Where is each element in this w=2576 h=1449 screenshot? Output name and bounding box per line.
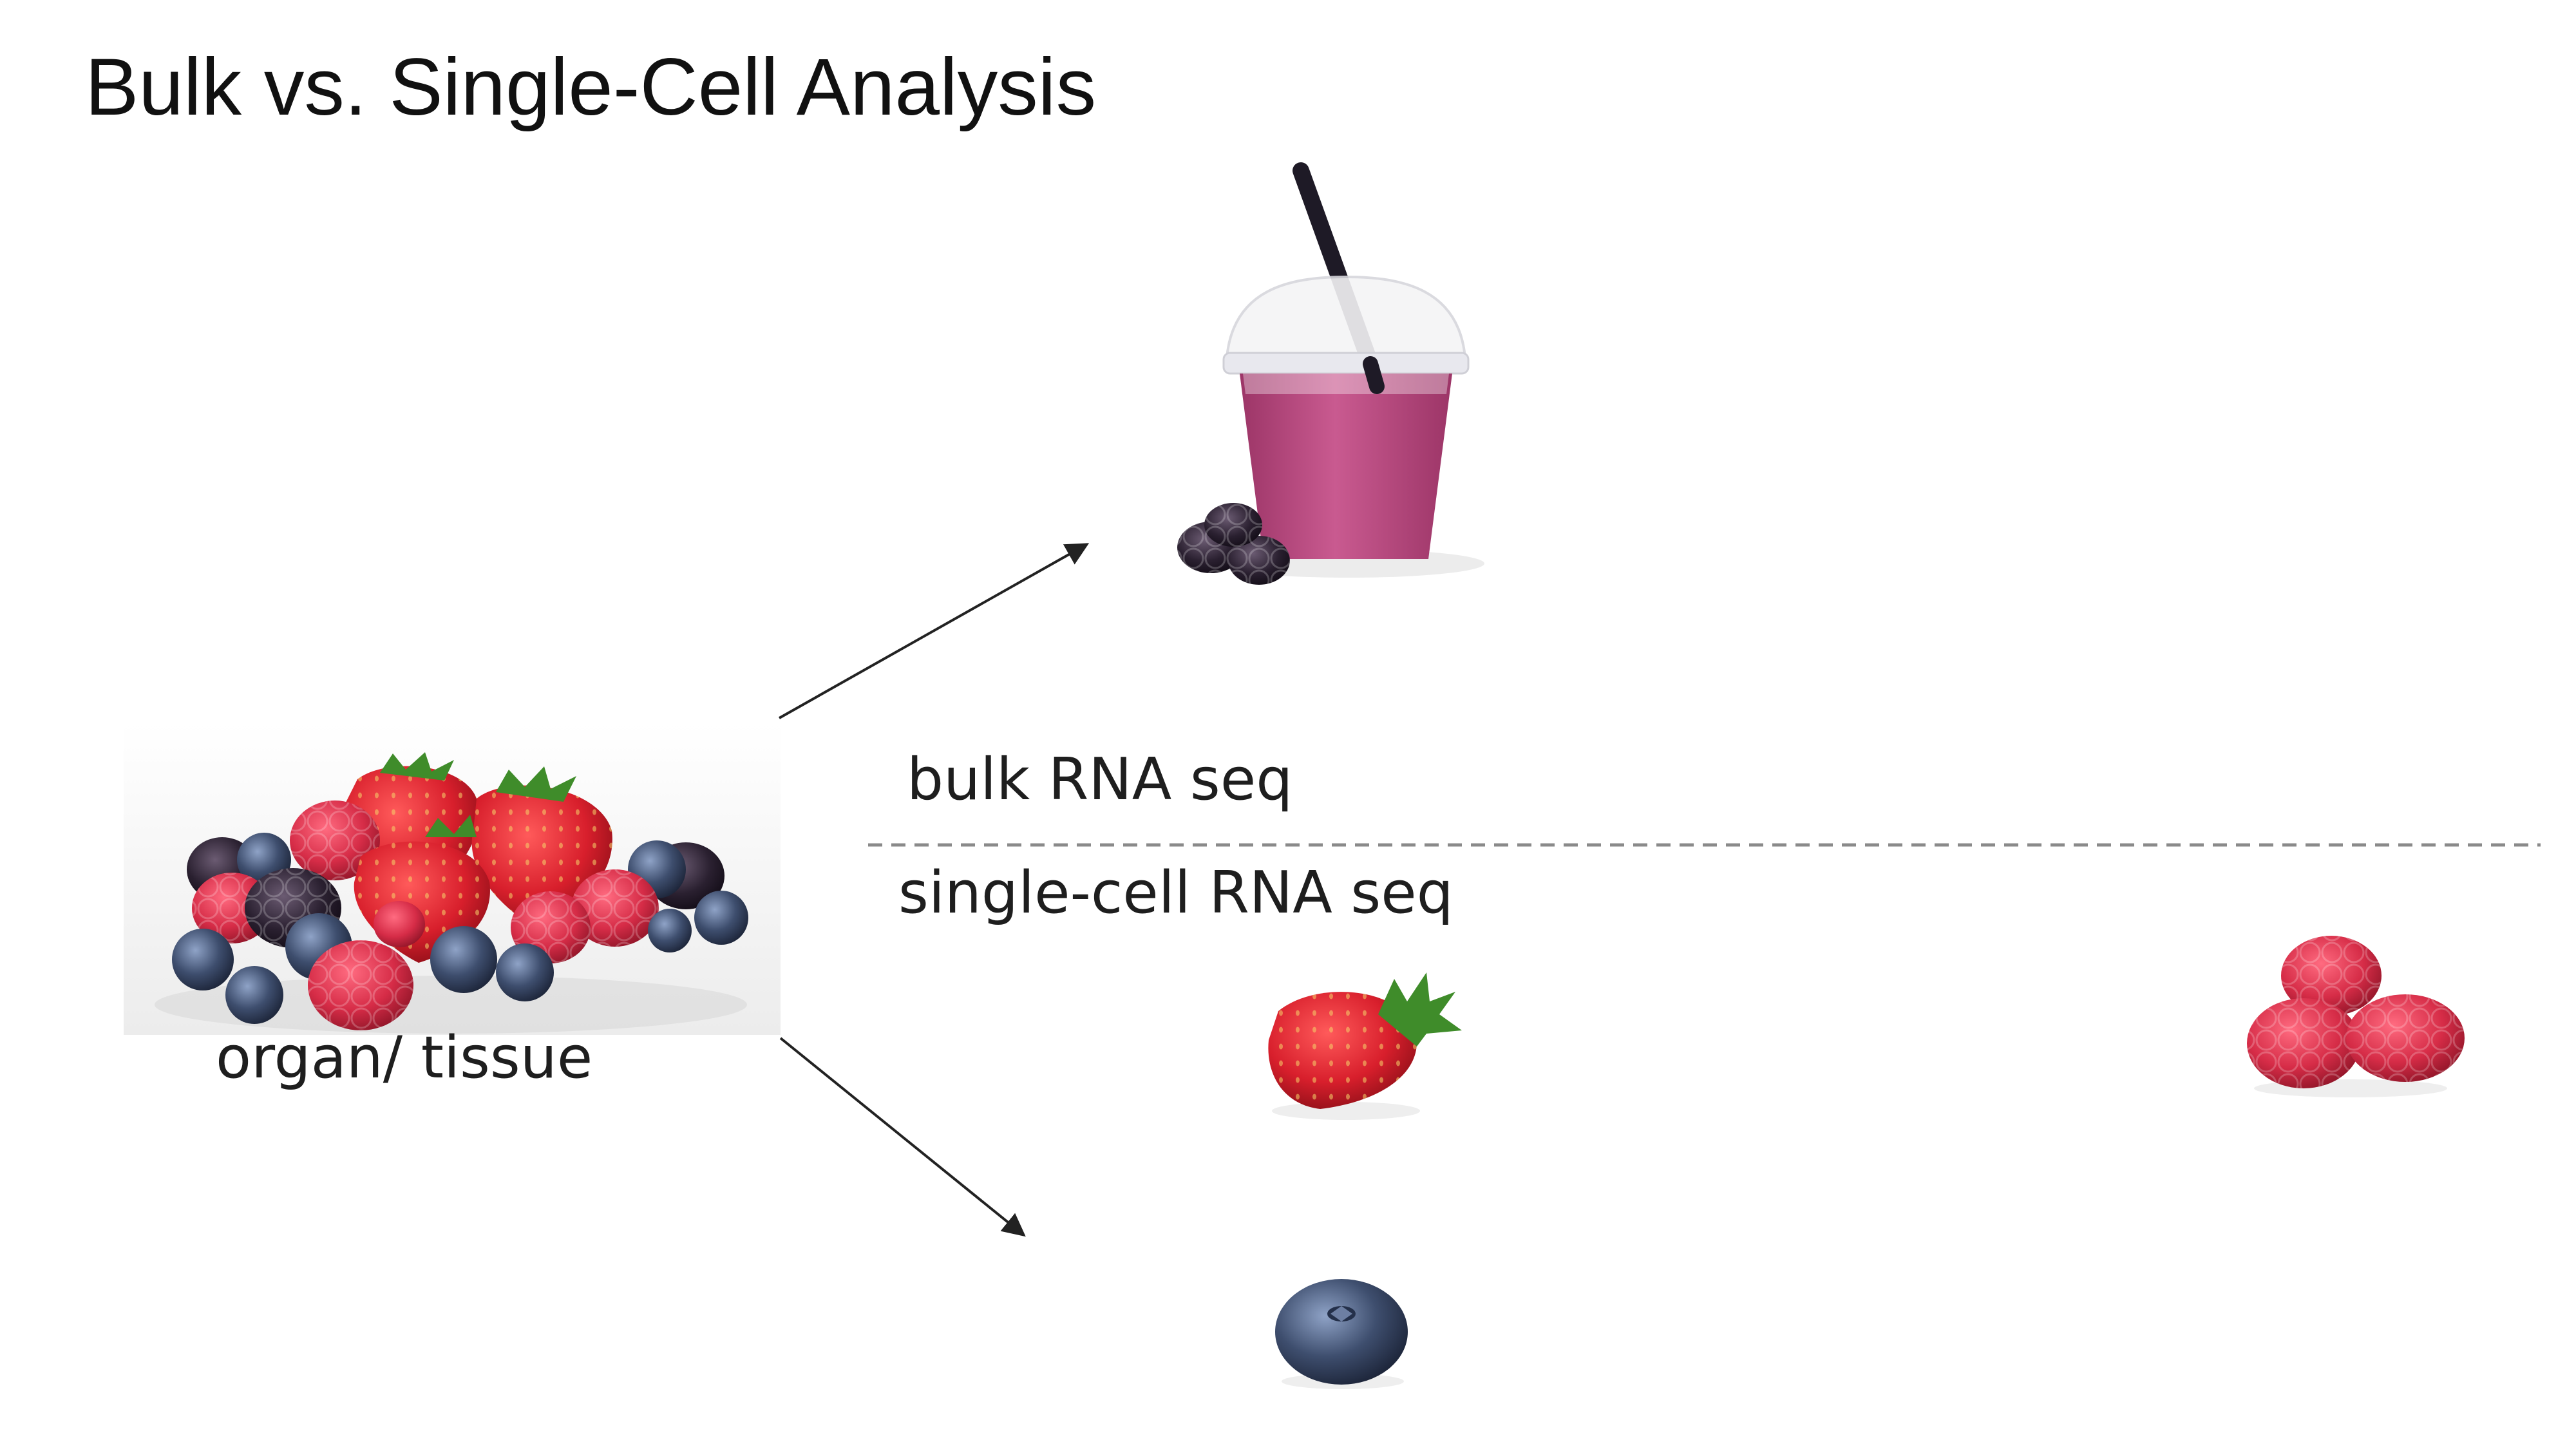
bulk-rna-seq-label: bulk RNA seq — [907, 746, 1293, 813]
berry-pile-image — [124, 723, 781, 1035]
raspberry-cluster-image — [2247, 936, 2465, 1097]
strawberry-image — [1268, 972, 1462, 1120]
smoothie-cup-image — [1177, 162, 1484, 585]
arrow-to-single-cell — [779, 1037, 1026, 1237]
organ-tissue-label: organ/ tissue — [216, 1024, 593, 1092]
arrow-to-bulk — [779, 543, 1090, 719]
blueberry-image — [1275, 1279, 1408, 1389]
single-cell-rna-seq-label: single-cell RNA seq — [898, 859, 1454, 927]
slide-title: Bulk vs. Single-Cell Analysis — [85, 43, 1097, 132]
